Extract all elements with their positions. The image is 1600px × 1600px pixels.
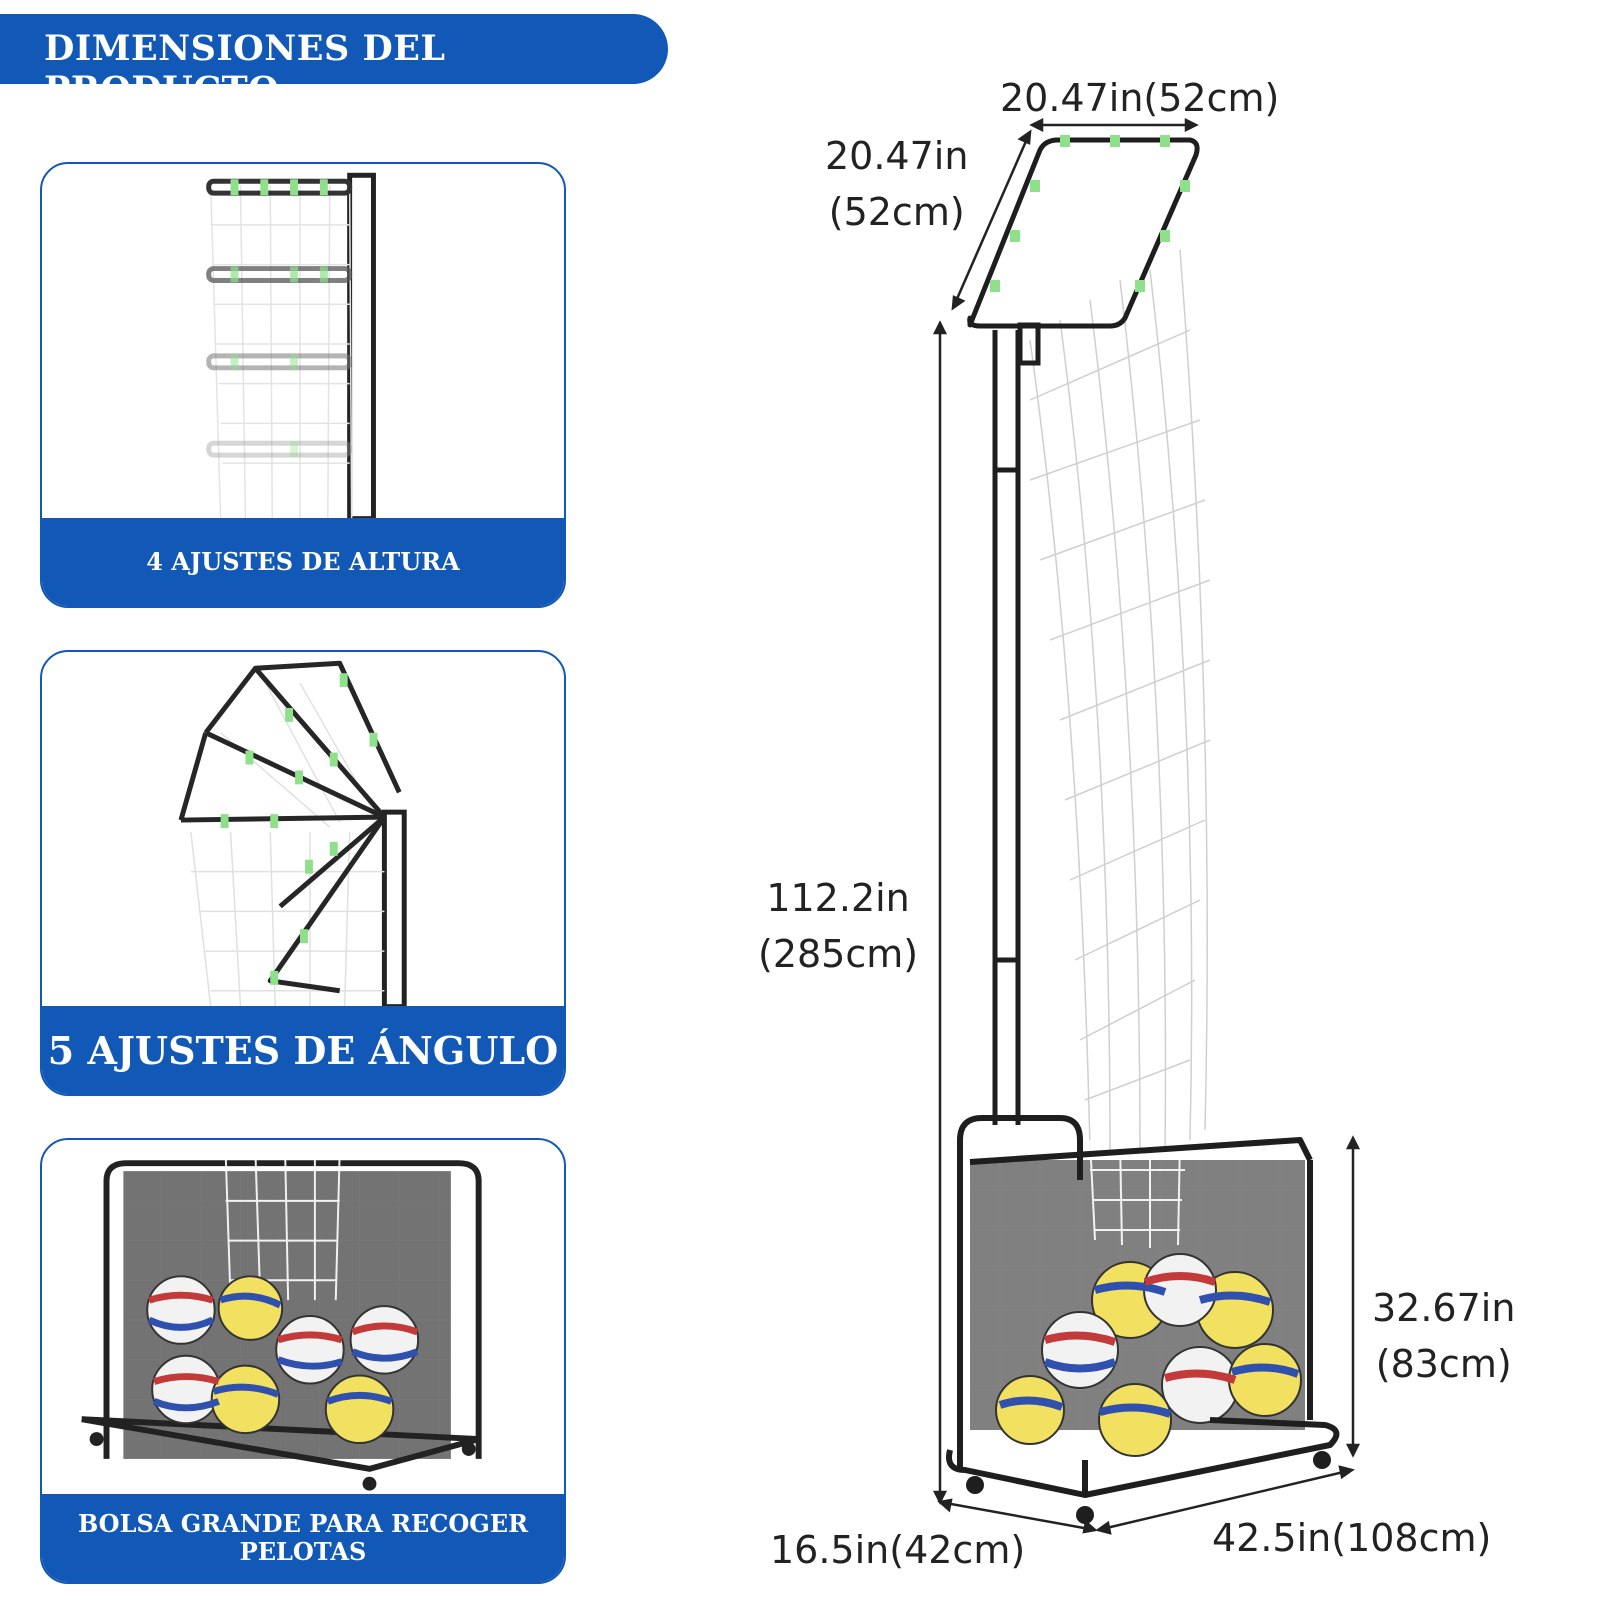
collecting-bag-illustration: [81, 1151, 482, 1491]
dimension-lines: [932, 117, 1361, 1535]
total-height-cm: (285cm): [758, 932, 919, 976]
card-collecting-bag: BOLSA GRANDE PARA RECOGER PELOTAS: [40, 1138, 566, 1584]
basket-height-cm: (83cm): [1375, 1342, 1512, 1386]
page-title: DIMENSIONES DEL PRODUCTO: [44, 28, 446, 110]
card-label-line1: BOLSA GRANDE PARA RECOGER: [77, 1509, 529, 1538]
card-label: 4 AJUSTES DE ALTURA: [42, 518, 564, 606]
card-angle-adjustments: 5 AJUSTES DE ÁNGULO: [40, 650, 566, 1096]
pole: [992, 322, 1041, 1125]
top-depth-cm: (52cm): [828, 190, 965, 234]
card-label: 5 AJUSTES DE ÁNGULO: [42, 1006, 564, 1094]
card-height-adjustments: 4 AJUSTES DE ALTURA: [40, 162, 566, 608]
total-height-in: 112.2in: [766, 876, 910, 920]
card-label: BOLSA GRANDE PARA RECOGER PELOTAS: [42, 1494, 564, 1582]
height-adjustment-illustration: [206, 172, 376, 520]
basket-height-label: 32.67in (83cm): [1372, 1280, 1515, 1392]
hoop-clips: [990, 135, 1190, 292]
base-depth-label: 16.5in(42cm): [770, 1528, 1026, 1572]
top-depth-in: 20.47in: [825, 134, 969, 178]
header-banner: DIMENSIONES DEL PRODUCTO: [0, 14, 668, 110]
basket-height-in: 32.67in: [1372, 1286, 1516, 1330]
card-label-line2: PELOTAS: [239, 1537, 367, 1566]
net-mesh: [1029, 249, 1211, 1151]
angle-adjustment-illustration: [178, 660, 407, 1008]
top-depth-label: 20.47in (52cm): [825, 128, 968, 240]
top-width-label: 20.47in(52cm): [1000, 76, 1280, 120]
total-height-label: 112.2in (285cm): [758, 870, 918, 982]
base-width-label: 42.5in(108cm): [1212, 1516, 1492, 1560]
cart: [946, 1115, 1340, 1524]
